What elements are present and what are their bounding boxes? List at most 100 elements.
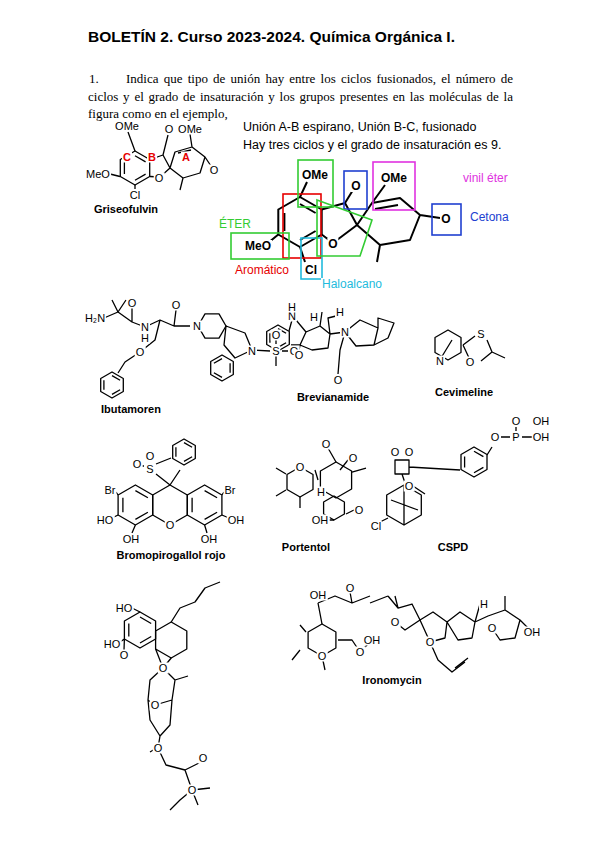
atom-label: S: [271, 346, 280, 357]
atom-label: Haloalcano: [321, 278, 383, 290]
molecule-name: B: [147, 152, 157, 163]
atom-label: O: [390, 617, 401, 628]
atom-label: HO: [96, 515, 115, 526]
atom-label: O: [404, 447, 415, 458]
molecule-name: CSPD: [437, 542, 470, 553]
atom-label: O: [294, 350, 305, 361]
atom-label: Aromático: [234, 264, 290, 276]
atom-label: H: [309, 312, 319, 323]
atom-label: H: [287, 302, 297, 313]
atom-label: OH: [363, 635, 382, 646]
bond: [110, 132, 211, 190]
atom-label: Cl: [129, 190, 141, 201]
ether-ring-box: [317, 200, 372, 256]
atom-label: N: [435, 356, 445, 367]
atom-label: O: [165, 520, 176, 531]
atom-label: OH: [122, 534, 141, 545]
atom-label: OH: [532, 432, 551, 443]
atom-label: O: [171, 300, 182, 311]
molecule-name: C: [122, 152, 132, 163]
atom-label: H: [479, 599, 489, 610]
atom-label: O: [404, 481, 415, 492]
molecule-name: Cl: [304, 264, 318, 276]
atom-label: O: [209, 165, 220, 176]
bond: [129, 617, 151, 643]
bond: [224, 326, 288, 366]
bond: [461, 447, 487, 477]
atom-label: O: [317, 651, 328, 662]
atom-label: O: [154, 173, 165, 184]
atom-label: O: [135, 347, 146, 358]
atom-label: OH: [200, 534, 219, 545]
molecule-name: Cevimeline: [434, 387, 494, 398]
atom-label: H: [335, 307, 345, 318]
atom-label: Br: [104, 485, 117, 496]
bond: [101, 372, 124, 398]
atom-label: OH: [311, 515, 330, 526]
ketone-box: [432, 204, 461, 235]
atom-label: O: [425, 637, 436, 648]
atom-label: vinil éter: [462, 172, 509, 184]
atom-label: Br: [224, 485, 237, 496]
bond: [487, 427, 532, 455]
atom-label: Unión A-B espirano, Unión B-C, fusionado: [242, 121, 477, 134]
atom-label: 1.: [88, 70, 100, 88]
atom-label: N: [247, 346, 257, 357]
atom-label: O: [465, 357, 476, 368]
atom-label: O: [333, 375, 344, 386]
bond: [123, 491, 148, 520]
halide-box: [301, 238, 322, 279]
atom-label: O: [490, 432, 501, 443]
atom-label: S: [145, 464, 154, 475]
atom-label: Cetona: [469, 211, 510, 223]
atom-label: O: [390, 447, 401, 458]
bond: [198, 314, 226, 338]
bond: [120, 151, 149, 185]
atom-label: OMe: [177, 124, 203, 135]
bond: [395, 460, 460, 494]
atom-label: O: [119, 650, 130, 661]
bond: [465, 451, 484, 473]
atom-label: N: [140, 322, 150, 333]
atom-label: O: [321, 439, 332, 450]
atom-label: OH: [523, 627, 542, 638]
bond: [211, 355, 234, 381]
page-title: BOLETÍN 2. Curso 2023-2024. Química Orgá…: [88, 28, 455, 46]
molecule-name: Portentol: [281, 542, 331, 553]
molecule-name: O: [440, 213, 451, 225]
bond: [124, 612, 155, 648]
atom-label: O: [158, 663, 169, 674]
atom-label: O: [354, 505, 365, 516]
molecule-name: A: [181, 152, 191, 163]
atom-label: O: [487, 623, 498, 634]
molecule-name: Ironomycin: [361, 675, 422, 686]
atom-label: O: [164, 124, 175, 135]
bond: [276, 448, 366, 520]
molecule-name: O: [327, 238, 338, 250]
atom-label: ÉTER: [218, 218, 252, 230]
bond: [173, 439, 196, 465]
ether-box: [298, 160, 333, 207]
bond: [104, 300, 190, 373]
bond: [156, 622, 187, 658]
molecule-name: Brevianamide: [296, 392, 370, 403]
atom-label: OH: [532, 416, 551, 427]
ether-box: [231, 233, 289, 259]
atom-label: H: [316, 487, 326, 498]
atom-label: O: [295, 462, 306, 473]
molecule-name: OMe: [301, 169, 329, 181]
ketone-box: [344, 171, 367, 209]
atom-label: O: [348, 453, 359, 464]
atom-label: HO: [115, 603, 134, 614]
atom-label: OH: [227, 515, 246, 526]
atom-label: O: [153, 743, 164, 754]
atom-label: Cl: [370, 521, 382, 532]
atom-label: O: [132, 459, 143, 470]
atom-label: O: [198, 753, 209, 764]
bond: [214, 359, 230, 378]
atom-label: Hay tres ciclos y el grado de insaturaci…: [242, 139, 502, 152]
bond: [104, 376, 120, 395]
bond: [292, 592, 530, 672]
exercise-text: Indica que tipo de unión hay entre los c…: [88, 70, 513, 123]
bond: [289, 312, 394, 374]
